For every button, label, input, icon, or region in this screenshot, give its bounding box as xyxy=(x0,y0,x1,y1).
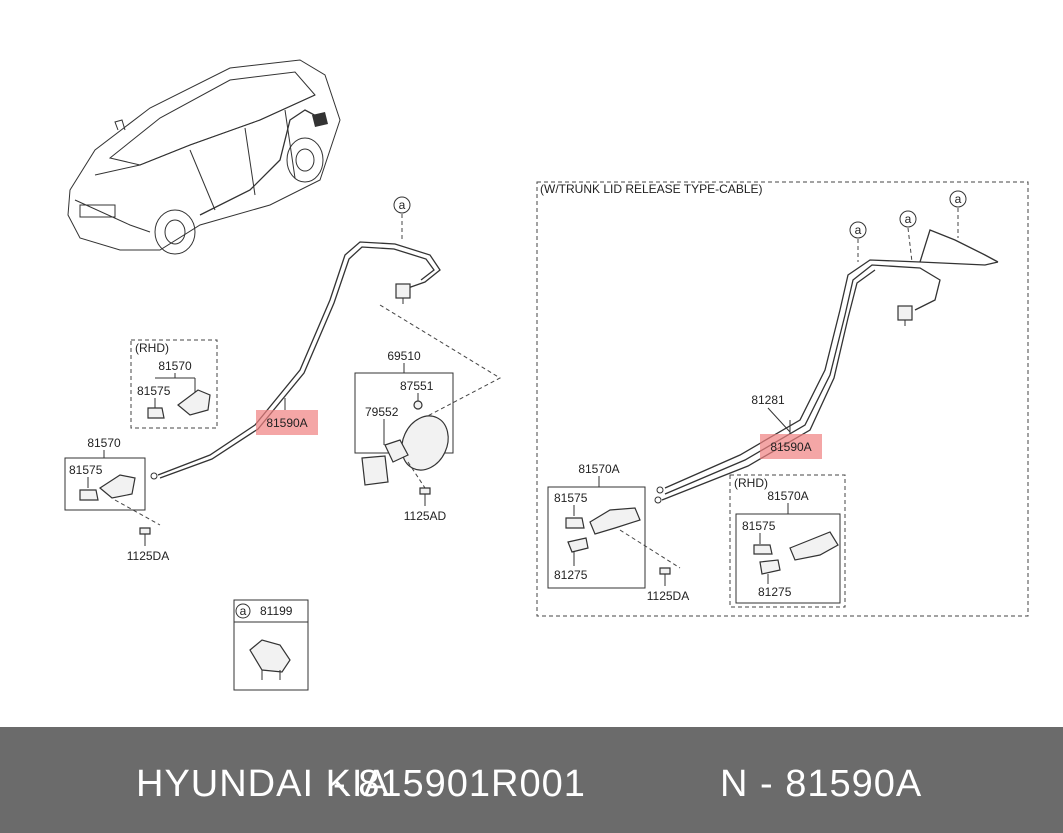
left-highlight-81590A: 81590A xyxy=(256,398,318,435)
svg-text:81275: 81275 xyxy=(758,585,792,599)
car-illustration xyxy=(67,59,341,255)
svg-text:1125DA: 1125DA xyxy=(127,549,169,563)
svg-text:1125DA: 1125DA xyxy=(647,589,689,603)
left-bolt-1125DA: 1125DA xyxy=(127,527,169,563)
svg-text:(RHD): (RHD) xyxy=(135,341,169,355)
right-main-box: 81570A 81575 81275 xyxy=(547,462,681,589)
svg-text:81275: 81275 xyxy=(554,568,588,582)
alt-part-number: N - 81590A xyxy=(720,763,923,805)
svg-text:a: a xyxy=(240,604,247,618)
svg-text:81590A: 81590A xyxy=(770,440,811,454)
fuel-door-group: 69510 87551 79552 xyxy=(354,349,454,489)
right-highlight-81590A: 81590A xyxy=(760,420,822,459)
svg-text:81570A: 81570A xyxy=(578,462,619,476)
svg-text:79552: 79552 xyxy=(365,405,399,419)
left-main-box: 81570 81575 xyxy=(64,436,161,526)
svg-text:81575: 81575 xyxy=(554,491,588,505)
svg-text:81575: 81575 xyxy=(69,463,103,477)
svg-text:81575: 81575 xyxy=(742,519,776,533)
right-bolt-1125DA: 1125DA xyxy=(647,567,689,603)
svg-text:81590A: 81590A xyxy=(266,416,307,430)
svg-text:81570: 81570 xyxy=(87,436,121,450)
svg-text:(RHD): (RHD) xyxy=(734,476,768,490)
fuel-door-bolt-1125AD: 1125AD xyxy=(404,487,447,523)
left-rhd-box: (RHD) 81570 81575 xyxy=(130,339,218,429)
part-number-banner: HYUNDAI KIA - 815901R001 N - 81590A xyxy=(0,727,1063,833)
svg-text:a: a xyxy=(855,223,862,237)
svg-text:81570: 81570 xyxy=(158,359,192,373)
callout-a-left: a xyxy=(393,196,411,240)
svg-text:1125AD: 1125AD xyxy=(404,509,447,523)
parts-diagram: a 81590A (RHD) 81570 81575 81570 81575 xyxy=(64,59,1029,691)
left-cable xyxy=(157,241,441,476)
right-section: (W/TRUNK LID RELEASE TYPE-CABLE) a a a 8… xyxy=(536,181,1029,617)
svg-text:69510: 69510 xyxy=(387,349,421,363)
svg-text:a: a xyxy=(905,212,912,226)
svg-text:81575: 81575 xyxy=(137,384,171,398)
svg-text:(W/TRUNK LID RELEASE TYPE-CABL: (W/TRUNK LID RELEASE TYPE-CABLE) xyxy=(540,182,763,196)
cable-end-connector xyxy=(395,283,411,304)
part-number: - 815901R001 xyxy=(333,763,586,805)
right-rhd-box: (RHD) 81570A 81575 81275 xyxy=(729,474,846,608)
svg-text:87551: 87551 xyxy=(400,379,434,393)
svg-text:a: a xyxy=(399,198,406,212)
clip-box: a 81199 xyxy=(233,599,309,691)
brand-label: HYUNDAI KIA xyxy=(136,763,390,805)
svg-text:81199: 81199 xyxy=(260,604,293,618)
left-cable-inner xyxy=(159,246,435,479)
svg-text:a: a xyxy=(955,192,962,206)
svg-text:81281: 81281 xyxy=(751,393,785,407)
svg-text:81570A: 81570A xyxy=(767,489,808,503)
